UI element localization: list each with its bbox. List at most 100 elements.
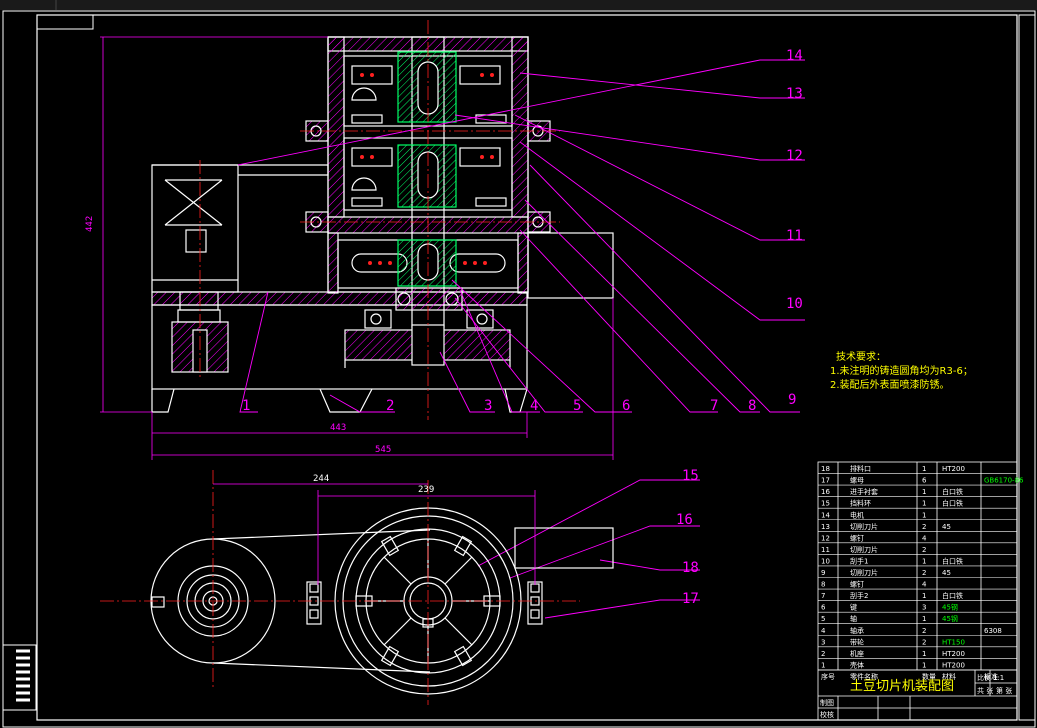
bom-cell-material: HT200 <box>942 465 965 473</box>
bom-header-qty: 数量 <box>922 672 936 681</box>
bom-cell-no: 4 <box>821 627 826 635</box>
bom-cell-no: 5 <box>821 615 825 623</box>
bom-cell-qty: 1 <box>922 661 926 669</box>
bom-cell-qty: 1 <box>922 465 926 473</box>
bom-cell-qty: 2 <box>922 546 926 554</box>
bom-cell-material: 白口铁 <box>942 487 963 496</box>
dim-total-width: 545 <box>375 445 391 455</box>
bom-cell-no: 14 <box>821 511 830 519</box>
tech-item-1: 1.未注明的铸造圆角均为R3-6； <box>830 364 973 377</box>
scale-value: 1:1 <box>993 674 1004 682</box>
bom-cell-qty: 1 <box>922 511 926 519</box>
bom-cell-material: 45钢 <box>942 614 958 623</box>
tech-requirements: 技术要求： 1.未注明的铸造圆角均为R3-6； 2.装配后外表面喷漆防锈。 <box>830 350 973 391</box>
dim-base-width: 443 <box>330 423 346 433</box>
bom-cell-name: 轴 <box>850 614 857 623</box>
callout-5: 5 <box>573 398 581 414</box>
bom-cell-qty: 1 <box>922 615 926 623</box>
bom-cell-no: 17 <box>821 477 830 485</box>
bom-cell-qty: 2 <box>922 638 926 646</box>
motor-body <box>151 164 239 293</box>
bom-cell-qty: 3 <box>922 604 926 612</box>
bom-cell-qty: 1 <box>922 488 926 496</box>
bom-cell-name: 电机 <box>850 510 864 519</box>
callout-4: 4 <box>530 398 538 414</box>
bom-cell-no: 7 <box>821 592 825 600</box>
bom-cell-name: 螺钉 <box>850 580 864 589</box>
callout-12: 12 <box>786 148 803 164</box>
bom-cell-no: 16 <box>821 488 830 496</box>
dimension-lines <box>100 36 614 460</box>
drawn-by-label: 制图 <box>820 698 834 707</box>
callout-8: 8 <box>748 398 756 414</box>
callout-14: 14 <box>786 48 803 64</box>
bom-cell-qty: 2 <box>922 569 926 577</box>
callout-17: 17 <box>682 591 699 607</box>
bom-cell-name: 螺钉 <box>850 533 864 542</box>
bom-cell-qty: 2 <box>922 523 926 531</box>
callout-3: 3 <box>484 398 492 414</box>
bom-cell-no: 2 <box>821 650 825 658</box>
front-view <box>151 36 614 413</box>
bom-cell-name: 壳体 <box>850 660 864 669</box>
callout-7: 7 <box>710 398 718 414</box>
bom-cell-no: 1 <box>821 661 825 669</box>
bom-cell-name: 排料口 <box>850 464 871 473</box>
bom-cell-qty: 1 <box>922 500 926 508</box>
leader-lines <box>237 59 805 619</box>
bom-cell-material: 45 <box>942 523 951 531</box>
viewport-toolbar <box>0 0 1037 10</box>
bom-cell-no: 3 <box>821 638 825 646</box>
bom-cell-qty: 4 <box>922 534 927 542</box>
bom-cell-no: 9 <box>821 569 825 577</box>
callout-2: 2 <box>386 398 394 414</box>
callout-11: 11 <box>786 228 803 244</box>
bom-cell-name: 切削刀片 <box>850 568 878 577</box>
checked-by-label: 校核 <box>820 710 834 719</box>
callout-15: 15 <box>682 468 699 484</box>
scale-label: 比例 <box>977 673 991 682</box>
centerlines <box>199 20 560 420</box>
bom-cell-name: 切削刀片 <box>850 522 878 531</box>
bom-cell-no: 18 <box>821 465 830 473</box>
bom-cell-name: 轴承 <box>850 626 864 635</box>
callout-10: 10 <box>786 296 803 312</box>
bom-cell-name: 键 <box>850 603 857 612</box>
bom-cell-material: HT200 <box>942 650 965 658</box>
bom-cell-name: 挡料环 <box>850 499 871 508</box>
callout-9: 9 <box>788 392 796 408</box>
bom-cell-qty: 1 <box>922 592 926 600</box>
bom-cell-qty: 4 <box>922 581 927 589</box>
bom-cell-name: 切削刀片 <box>850 545 878 554</box>
callout-16: 16 <box>676 512 693 528</box>
sheet-number: 第 张 <box>996 686 1012 695</box>
drawing-title: 土豆切片机装配图 <box>850 679 954 694</box>
dim-height: 442 <box>85 216 95 232</box>
dim-plan-right: 239 <box>418 485 434 495</box>
bom-cell-material: 白口铁 <box>942 591 963 600</box>
bom-cell-qty: 6 <box>922 477 927 485</box>
bom-cell-name: 螺母 <box>850 476 864 485</box>
bom-cell-no: 10 <box>821 557 830 565</box>
bom-cell-no: 15 <box>821 500 830 508</box>
bom-cell-no: 12 <box>821 534 830 542</box>
bom-cell-name: 刮手2 <box>850 591 868 600</box>
callout-6: 6 <box>622 398 630 414</box>
bom-cell-name: 带轮 <box>850 637 864 646</box>
bom-cell-no: 11 <box>821 546 830 554</box>
bom-cell-remark: GB6170-86 <box>984 477 1024 485</box>
bom-cell-qty: 1 <box>922 557 926 565</box>
bom-cell-qty: 1 <box>922 650 926 658</box>
bom-cell-material: HT200 <box>942 661 965 669</box>
bom-cell-material: HT150 <box>942 638 965 646</box>
bom-cell-material: 白口铁 <box>942 499 963 508</box>
bom-cell-material: 45钢 <box>942 603 958 612</box>
bom-cell-no: 6 <box>821 604 826 612</box>
bom-cell-no: 13 <box>821 523 830 531</box>
callout-13: 13 <box>786 86 803 102</box>
bom-cell-qty: 2 <box>922 627 926 635</box>
bom-header-material: 材料 <box>942 672 956 681</box>
dim-plan-left: 244 <box>313 474 329 484</box>
drawing-frame <box>2 10 1036 728</box>
